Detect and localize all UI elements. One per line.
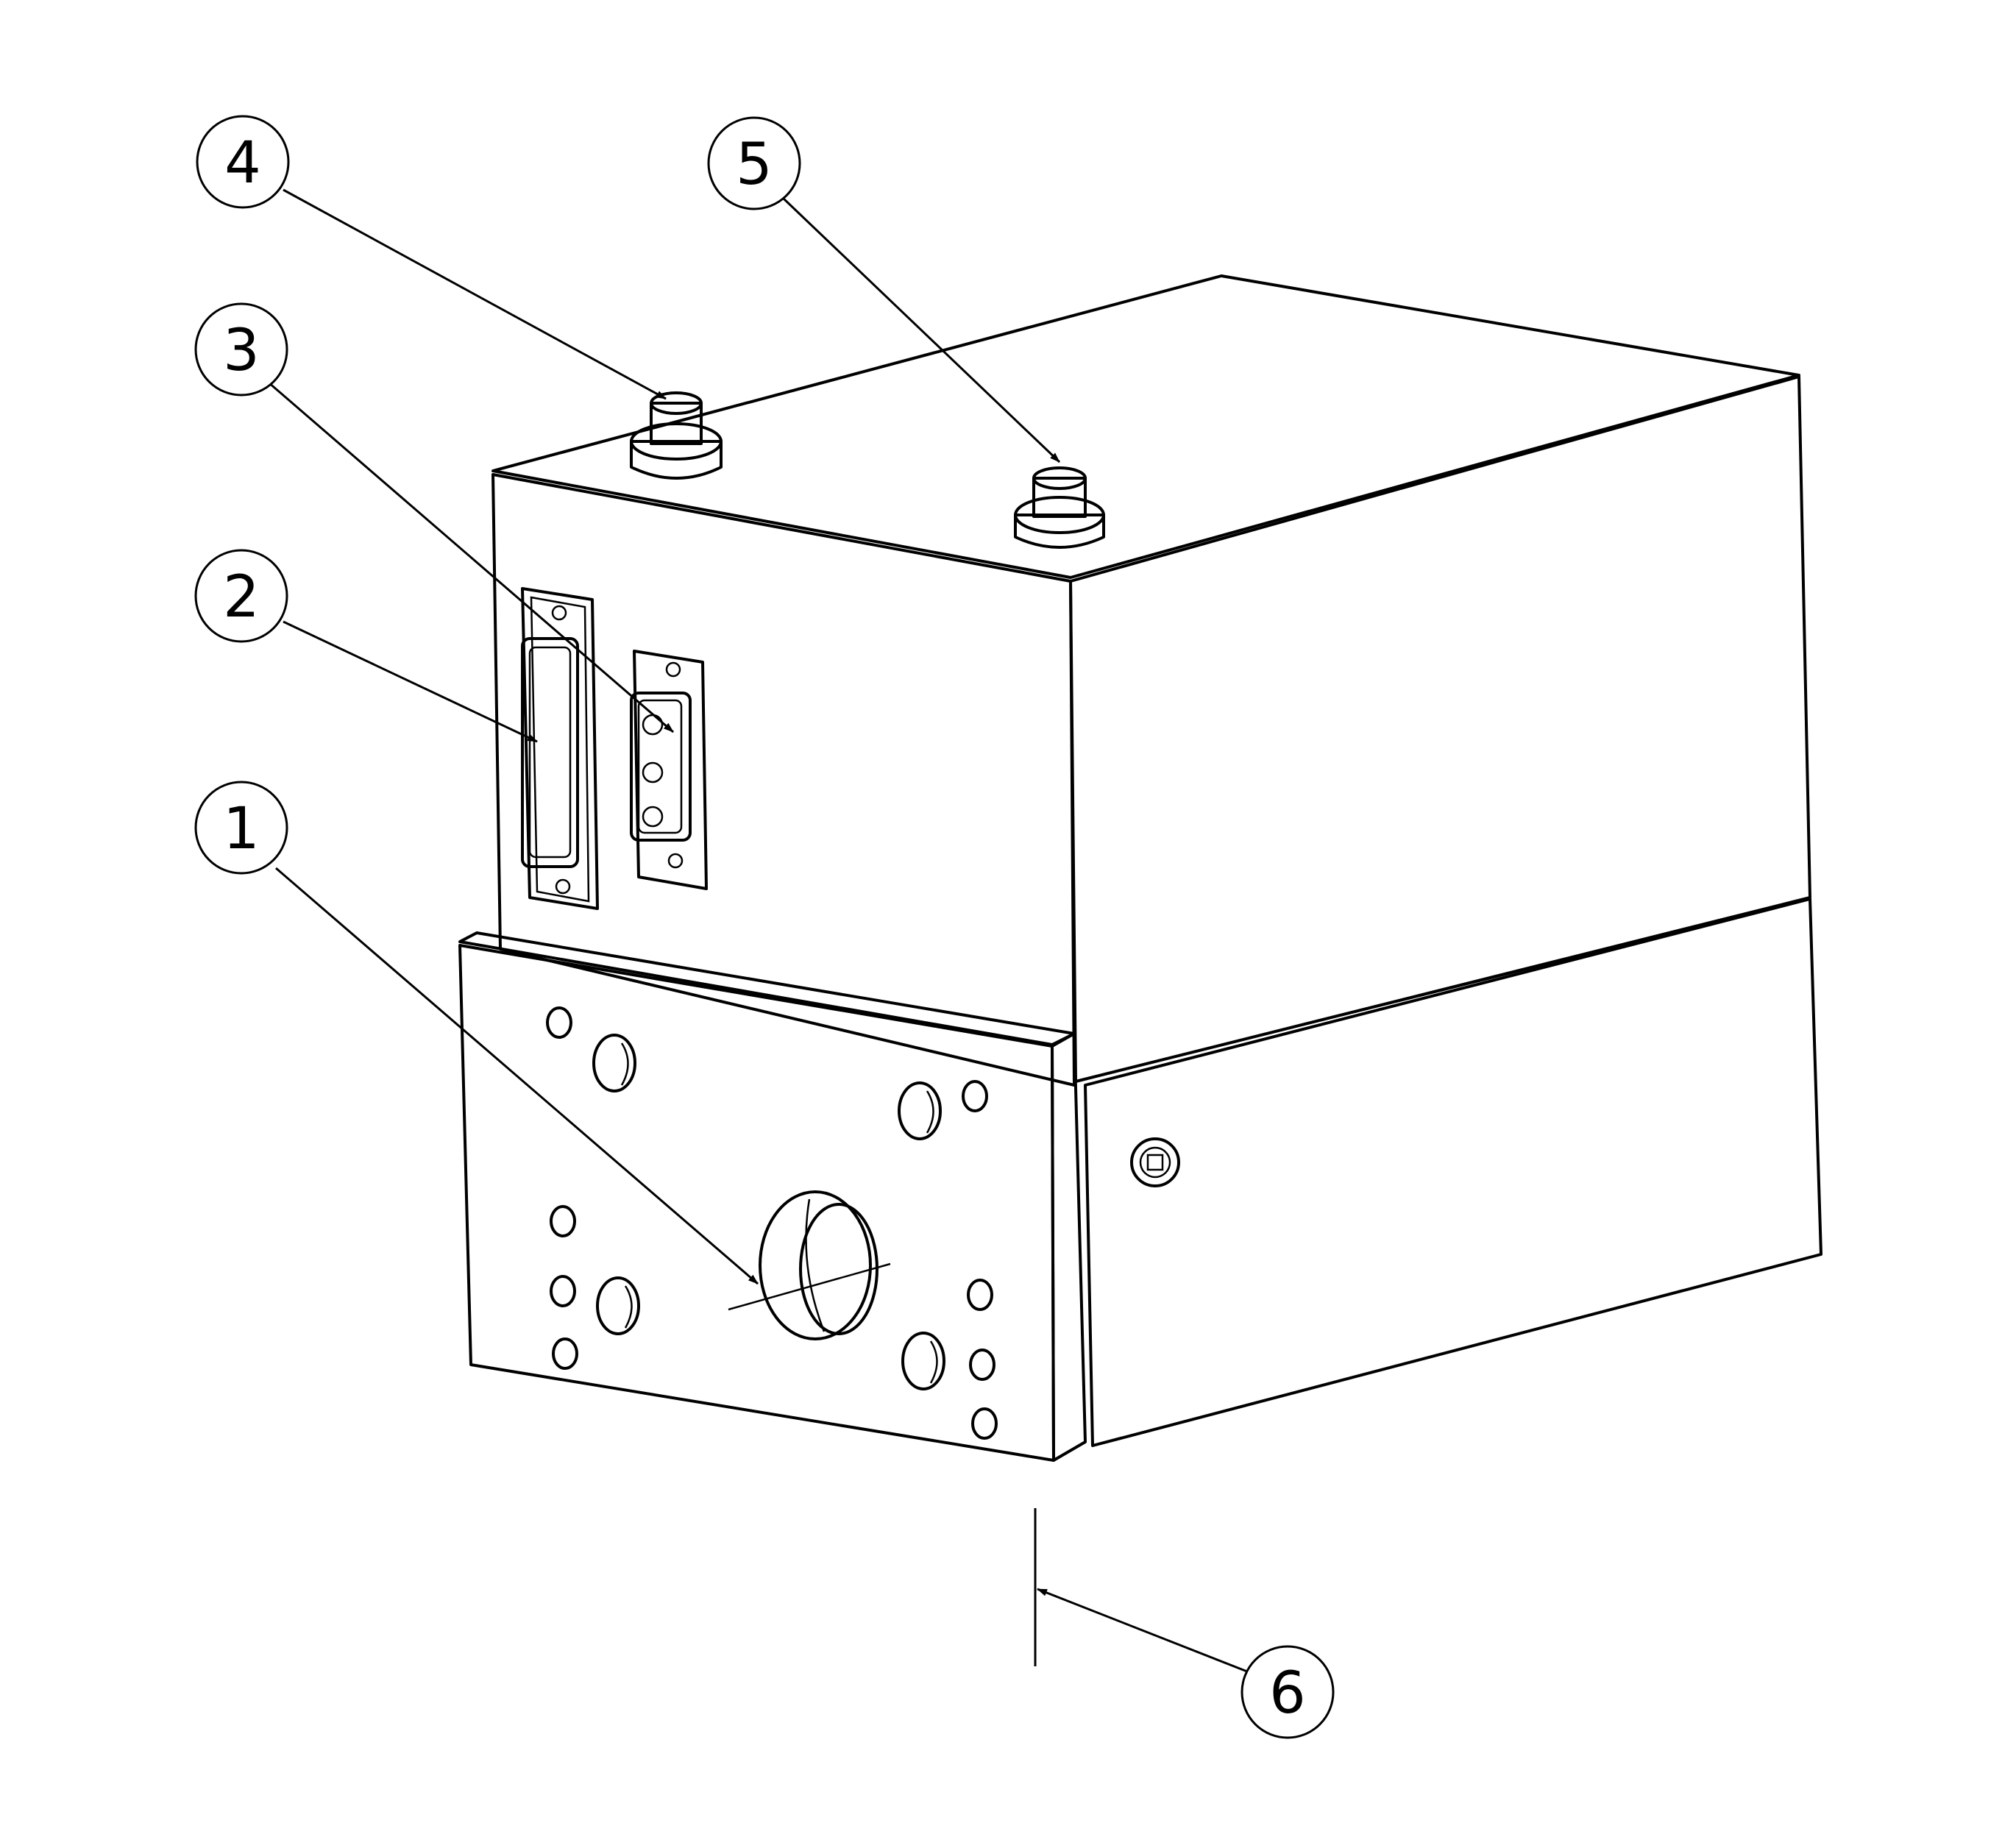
callout-6-label: 6 — [1269, 1660, 1306, 1727]
leader-line-4 — [283, 188, 667, 400]
mounting-plate-front — [458, 944, 1055, 1462]
mounting-plate-edge — [1051, 1032, 1087, 1462]
callout-2: 2 — [194, 549, 288, 643]
section-crossline — [728, 1262, 891, 1311]
leader-line-5 — [782, 197, 1061, 463]
fitting-4 — [630, 391, 723, 480]
callout-1: 1 — [194, 781, 288, 875]
housing-side-face-lower — [1084, 898, 1822, 1447]
callout-3: 3 — [194, 302, 288, 397]
housing-front-face — [491, 473, 1076, 1087]
callout-3-label: 3 — [223, 318, 260, 384]
leader-line-3 — [268, 381, 674, 733]
callout-5-label: 5 — [736, 132, 773, 198]
plate-counterbored-holes — [592, 1034, 945, 1390]
leader-line-6 — [1037, 1588, 1248, 1673]
housing-top-face — [491, 274, 1800, 579]
fitting-5 — [1014, 466, 1105, 549]
leader-line-1 — [275, 867, 759, 1285]
connector-2-large-dsub — [521, 587, 599, 910]
housing-side-face-upper — [1069, 375, 1811, 1083]
leader-line-2 — [283, 620, 538, 743]
mounting-plate-top-edge — [458, 931, 1076, 1046]
callout-2-label: 2 — [223, 564, 260, 630]
callout-4-label: 4 — [224, 130, 261, 196]
callout-1-label: 1 — [223, 796, 260, 862]
plate-small-holes — [546, 1006, 998, 1440]
callout-6: 6 — [1241, 1645, 1335, 1739]
side-screw — [1130, 1137, 1180, 1187]
callout-4: 4 — [196, 115, 290, 209]
connector-3-small-dsub — [630, 650, 708, 890]
callout-5: 5 — [707, 116, 801, 210]
central-bore — [759, 1190, 879, 1340]
